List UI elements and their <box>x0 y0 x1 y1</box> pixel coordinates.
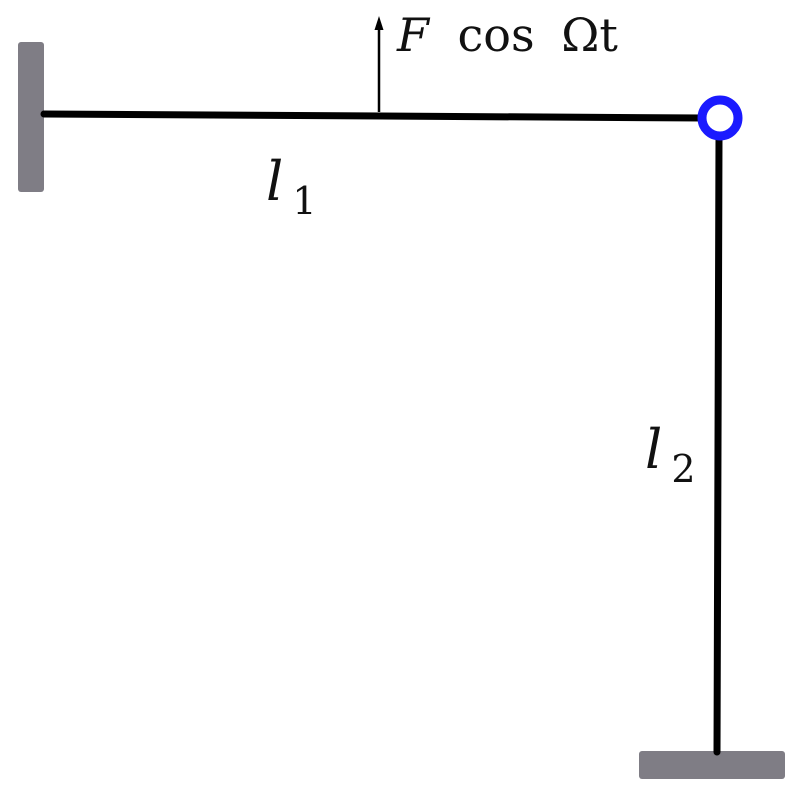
bottom-fixed-support <box>639 751 785 779</box>
hinge-joint <box>697 95 743 141</box>
label-l1: l 1 <box>266 150 317 223</box>
force-arrow-head <box>374 16 384 30</box>
force-omega-t: Ωt <box>561 8 618 62</box>
force-cos: cos <box>458 8 535 62</box>
label-l1-symbol: l <box>266 150 283 213</box>
beam-l2 <box>713 134 723 756</box>
label-l1-subscript: 1 <box>292 179 316 223</box>
label-l2-subscript: 2 <box>671 447 695 491</box>
force-symbol: F <box>396 8 431 62</box>
force-label: F cos Ωt <box>396 8 618 62</box>
beam-l1 <box>40 110 708 122</box>
left-fixed-support <box>18 42 44 192</box>
label-l2: l 2 <box>645 418 696 491</box>
label-l2-symbol: l <box>645 418 662 481</box>
